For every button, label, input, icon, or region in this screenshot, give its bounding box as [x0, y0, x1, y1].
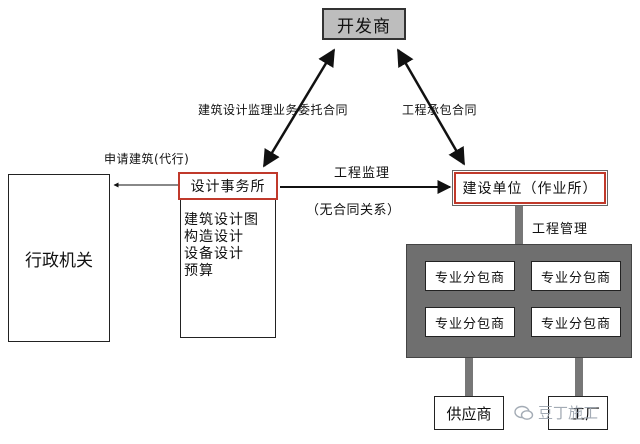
construction-contract-label: 工程承包合同 — [402, 103, 478, 117]
design-firm-label: 设计事务所 — [190, 179, 266, 195]
design-task-item: 构造设计 — [184, 229, 244, 245]
design-task-item: 设备设计 — [184, 246, 244, 262]
watermark: 豆丁施工 — [514, 402, 598, 423]
subcontractor-box: 专业分包商 — [425, 261, 515, 291]
management-connector — [515, 206, 523, 244]
subcontractor-panel: 专业分包商 专业分包商 专业分包商 专业分包商 — [406, 244, 632, 358]
management-label: 工程管理 — [532, 222, 589, 237]
subcontractor-box: 专业分包商 — [425, 307, 515, 337]
design-firm-column — [180, 174, 276, 338]
wechat-icon — [514, 405, 534, 421]
construction-contract-arrow — [396, 48, 466, 166]
subcontractor-label: 专业分包商 — [434, 270, 505, 286]
watermark-text: 豆丁施工 — [538, 404, 599, 422]
developer-box: 开发商 — [322, 8, 406, 40]
factory-label: 工厂 — [569, 404, 600, 423]
supplier-connector — [465, 358, 473, 396]
design-firm-box: 设计事务所 — [178, 172, 278, 200]
design-task-item: 预算 — [184, 263, 214, 279]
factory-connector — [575, 358, 583, 396]
subcontractor-label: 专业分包商 — [540, 316, 611, 332]
supervision-label: 工程监理 — [334, 166, 391, 181]
design-task-list: 建筑设计图 构造设计 设备设计 预算 — [184, 212, 274, 280]
design-contract-label: 建筑设计监理业务委托合同 — [198, 103, 349, 117]
supplier-label: 供应商 — [446, 404, 492, 423]
admin-agency-box: 行政机关 — [8, 174, 110, 342]
subcontractor-box: 专业分包商 — [531, 307, 621, 337]
admin-request-label: 申请建筑(代行) — [104, 152, 190, 166]
supplier-box: 供应商 — [434, 396, 504, 430]
admin-agency-label: 行政机关 — [25, 250, 93, 271]
subcontractor-label: 专业分包商 — [540, 270, 611, 286]
developer-label: 开发商 — [337, 16, 391, 37]
design-task-item: 建筑设计图 — [184, 212, 259, 228]
contractor-box: 建设单位（作业所） — [454, 172, 606, 204]
no-contract-label: （无合同关系） — [306, 203, 401, 218]
subcontractor-label: 专业分包商 — [434, 316, 505, 332]
subcontractor-box: 专业分包商 — [531, 261, 621, 291]
design-contract-arrow — [262, 48, 336, 168]
factory-box: 工厂 — [548, 396, 608, 430]
contractor-label: 建设单位（作业所） — [462, 181, 598, 197]
